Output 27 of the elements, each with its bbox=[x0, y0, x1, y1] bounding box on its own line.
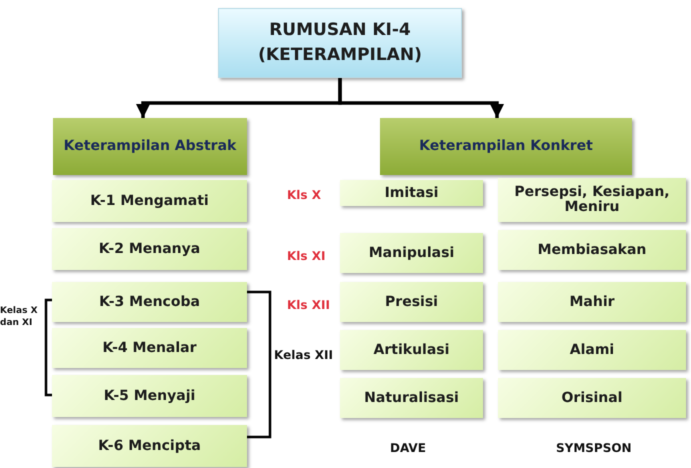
level-box: Mahir bbox=[498, 282, 686, 322]
level-box: Persepsi, Kesiapan, Meniru bbox=[498, 178, 686, 222]
level-box: K-1 Mengamati bbox=[52, 180, 247, 222]
level-box: Alami bbox=[498, 330, 686, 370]
level-box: Membiasakan bbox=[498, 230, 686, 270]
class-label: Kls X bbox=[287, 188, 321, 202]
column-label: SYMSPSON bbox=[556, 441, 632, 455]
level-box: K-3 Mencoba bbox=[52, 282, 247, 322]
level-box: K-2 Menanya bbox=[52, 228, 247, 270]
category-box: Keterampilan Abstrak bbox=[53, 118, 247, 175]
level-box: Manipulasi bbox=[340, 233, 483, 273]
bracket-label: Kelas XII bbox=[274, 348, 333, 362]
level-box: Orisinal bbox=[498, 378, 686, 418]
level-box: Artikulasi bbox=[340, 330, 483, 370]
column-label: DAVE bbox=[390, 441, 426, 455]
bracket-label: Kelas X dan XI bbox=[0, 306, 39, 330]
level-box: Presisi bbox=[340, 282, 483, 322]
level-box: K-4 Menalar bbox=[52, 328, 247, 368]
level-box: Naturalisasi bbox=[340, 378, 483, 418]
level-box: K-6 Mencipta bbox=[52, 425, 247, 467]
class-label: Kls XI bbox=[287, 249, 326, 263]
class-label: Kls XII bbox=[287, 298, 330, 312]
arrow bbox=[338, 78, 504, 118]
title-box: RUMUSAN KI-4 (KETERAMPILAN) bbox=[218, 8, 462, 78]
level-box: Imitasi bbox=[340, 180, 483, 206]
level-box: K-5 Menyaji bbox=[52, 375, 247, 417]
category-box: Keterampilan Konkret bbox=[380, 118, 632, 175]
